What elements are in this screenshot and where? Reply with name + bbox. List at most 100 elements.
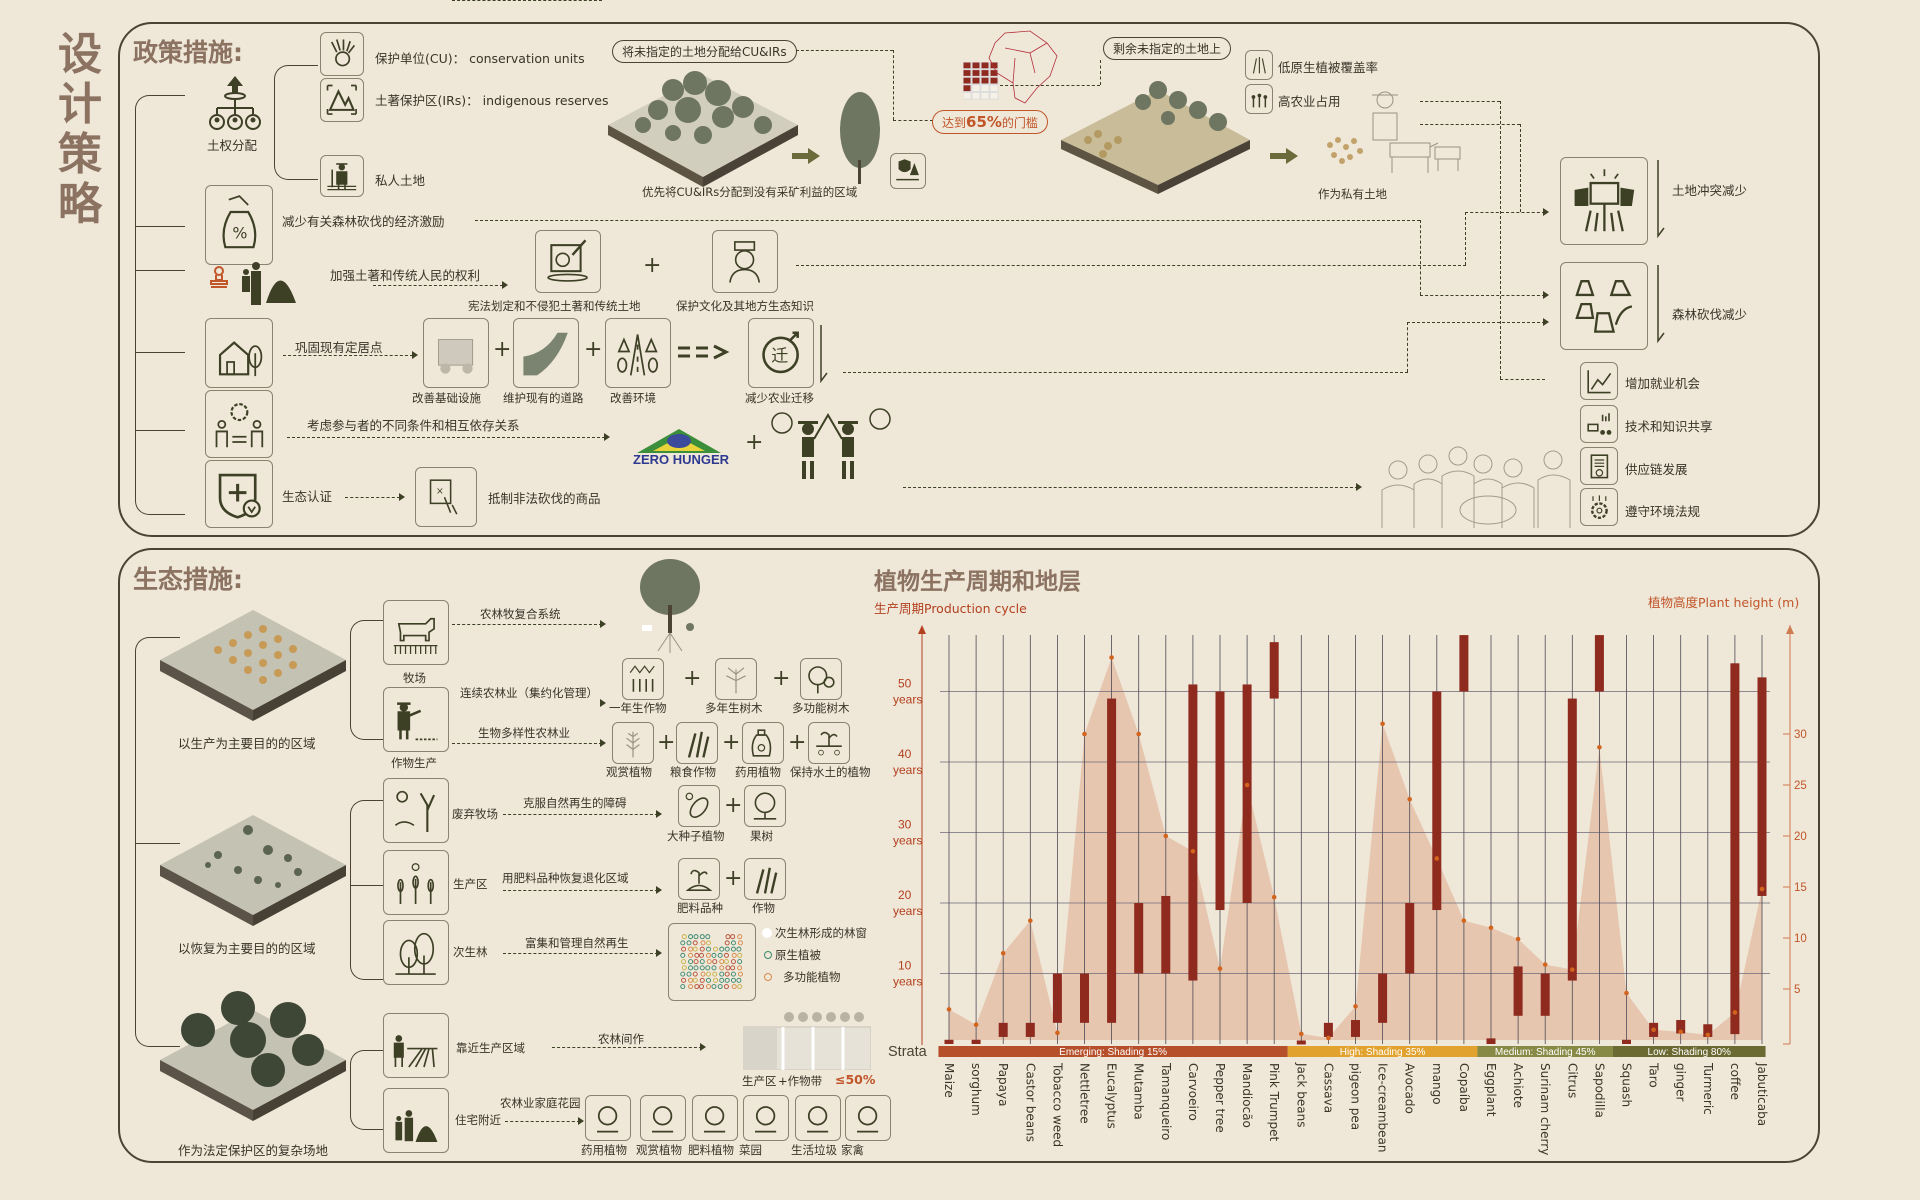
connector (1420, 295, 1545, 296)
secondary-forest-label: 次生林 (453, 945, 488, 959)
height-dot (1380, 721, 1385, 727)
land-demarcation-icon (535, 230, 601, 293)
biodiversity-agroforestry-label: 生物多样性农林业 (478, 726, 570, 740)
settlement-label: 巩固现有定居点 (295, 340, 383, 355)
plant-name-label: Pink Trumpet (1267, 1063, 1281, 1141)
connector (796, 265, 1466, 266)
boycott-goods-icon: × (415, 467, 477, 527)
grid-cell (980, 76, 990, 85)
y-tick-unit: years (893, 693, 922, 707)
plant-dot (724, 946, 730, 952)
road-label: 维护现有的道路 (503, 391, 584, 405)
boycott-goods-label: 抵制非法砍伐的商品 (488, 491, 601, 506)
infrastructure-label: 改善基础设施 (412, 391, 481, 405)
connector (796, 50, 893, 51)
reduce-migration-icon: 迁 (748, 318, 814, 388)
vegetable-garden-icon (743, 1095, 789, 1141)
land-conflict-icon (1560, 157, 1648, 245)
height-dot (1542, 962, 1548, 967)
connector (893, 120, 933, 121)
farmer-cattle-illustration (1310, 85, 1470, 180)
plant-name-label: Carvoeiro (1186, 1063, 1200, 1121)
y2-tick-label: 30 (1794, 729, 1807, 741)
plant-dot (686, 940, 692, 946)
silvopasture-tree-illustration (630, 555, 710, 655)
strata-band-label: Medium: Shading 45% (1495, 1047, 1596, 1058)
branch-bracket (350, 620, 383, 740)
environment-label: 改善环境 (610, 391, 656, 405)
arrowhead (656, 949, 662, 957)
grid-cell (989, 61, 999, 70)
height-dot (1299, 1031, 1304, 1037)
plant-dot (700, 940, 706, 946)
farmland-terrain-illustration (1058, 60, 1253, 195)
plant-dot (731, 983, 737, 989)
cycle-bar-tobacco-weed (1052, 973, 1062, 1023)
outcome-land-conflict: 土地冲突减少 (1672, 183, 1748, 198)
connector (452, 743, 602, 744)
road-icon (513, 318, 579, 388)
height-dot (1190, 849, 1196, 854)
connector (452, 624, 602, 625)
grid-cell (980, 84, 990, 93)
grain-label: 粮食作物 (670, 765, 716, 779)
plant-dot (729, 933, 735, 939)
grid-cell (971, 91, 981, 100)
y2-tick-label: 5 (1794, 984, 1800, 996)
plant-name-label: Sapodilla (1592, 1063, 1606, 1118)
legend-high-agriculture: 高农业占用 (1278, 94, 1341, 109)
height-dot (1000, 951, 1006, 956)
height-dot (1163, 833, 1169, 839)
y-tick-label: 30 (898, 818, 912, 832)
ranch-cow-icon (383, 600, 449, 665)
cycle-bar-mutamba (1134, 903, 1144, 974)
zero-hunger-logo (633, 423, 725, 469)
multifunctional-trees-label: 多功能树木 (792, 701, 850, 715)
agrosilvopastoral-label: 农林牧复合系统 (480, 607, 561, 621)
plus-sign: + (493, 337, 512, 362)
height-dot (1732, 1010, 1738, 1015)
connector (452, 0, 602, 1)
plant-name-label: Turmeric (1701, 1062, 1715, 1115)
grid-cell (980, 69, 990, 77)
plus-sign: + (683, 666, 702, 691)
cycle-bar-copaíba (1459, 635, 1469, 692)
arrow-right-icon (792, 148, 820, 164)
plus-sign: + (772, 666, 791, 691)
environment-icon (605, 318, 671, 388)
height-dot (1624, 990, 1629, 996)
plant-name-label: Mutamba (1132, 1063, 1146, 1120)
plant-dot (704, 933, 710, 939)
plant-name-label: Tobacco weed (1050, 1062, 1064, 1147)
plant-dot (699, 977, 705, 983)
land-rights-label: 土权分配 (207, 138, 258, 153)
grid-cell (962, 84, 972, 93)
height-dot (1217, 966, 1223, 971)
y2-tick-label: 25 (1794, 780, 1807, 792)
plant-dot (735, 977, 741, 983)
household-waste-label: 生活垃圾 (791, 1143, 837, 1157)
poultry-label: 家禽 (841, 1143, 864, 1157)
regeneration-pattern (668, 923, 756, 1001)
bracket-tick (135, 843, 180, 844)
branch-bracket (350, 1050, 383, 1130)
policy-panel (118, 22, 1820, 537)
fertilizer-variety-label: 肥料品种 (677, 901, 723, 915)
plant-name-label: Eggplant (1484, 1063, 1498, 1117)
medicinal-plant-icon (585, 1095, 631, 1141)
land-demarcation-label: 宪法划定和不侵犯土著和传统土地 (468, 299, 641, 313)
plant-name-label: Surinam cherry (1538, 1063, 1552, 1155)
connector (283, 355, 413, 356)
plant-name-label: Cassava (1321, 1063, 1335, 1113)
ornamental-label: 观赏植物 (606, 765, 652, 779)
grid-cell (962, 76, 972, 85)
plant-name-label: Ice-creambean (1376, 1063, 1390, 1153)
production-zone-plot (158, 605, 348, 725)
indigenous-rights-label: 加强土著和传统人民的权利 (330, 268, 481, 283)
allocate-caption: 优先将CU&IRs分配到没有采矿利益的区域 (642, 185, 858, 199)
connector (1420, 124, 1520, 125)
private-land-caption: 作为私有土地 (1318, 187, 1387, 201)
cu-label: 保护单位(CU)： conservation units (375, 51, 585, 66)
legend-native-vegetation: 原生植被 (775, 948, 821, 962)
